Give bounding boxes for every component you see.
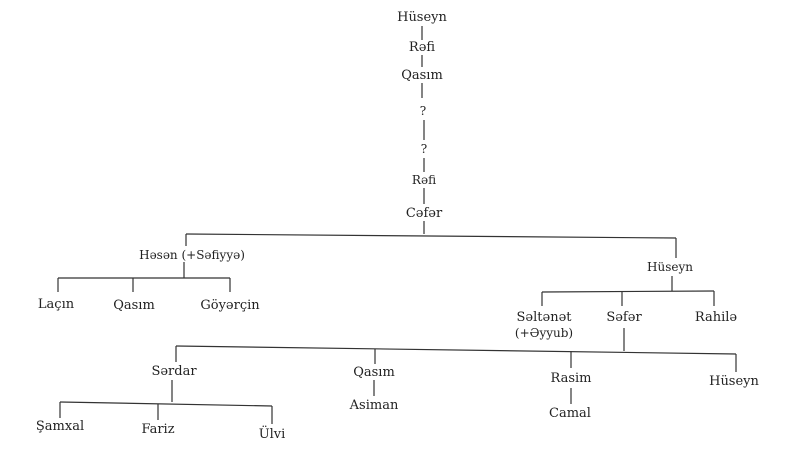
person-camal: Camal xyxy=(549,406,591,421)
person-hesen: Həsən (+Səfiyyə) xyxy=(139,248,245,262)
person-huseyn-3: Hüseyn xyxy=(709,374,759,389)
person-refi: Rəfi xyxy=(408,40,436,55)
person-rahile: Rahilə xyxy=(694,310,738,325)
person-unknown: ? xyxy=(420,142,428,156)
person-refi-2: Rəfi xyxy=(411,173,437,187)
person-asiman: Asiman xyxy=(349,398,399,413)
person-rasim: Rasim xyxy=(550,371,592,386)
person-huseyn-root: Hüseyn xyxy=(397,10,447,25)
connector xyxy=(175,345,737,355)
connector xyxy=(541,290,715,293)
person-qasim-3: Qasım xyxy=(353,365,395,380)
person-unknown: ? xyxy=(419,104,427,118)
person-ulvi: Ülvi xyxy=(258,427,286,442)
connector xyxy=(59,401,273,407)
person-goyercin: Göyərçin xyxy=(200,298,260,313)
person-fariz: Fariz xyxy=(141,422,175,437)
person-samxal: Şamxal xyxy=(35,419,85,434)
person-huseyn-2: Hüseyn xyxy=(647,260,693,274)
person-serdar: Sərdar xyxy=(151,364,197,379)
person-lacin: Laçın xyxy=(37,297,75,312)
person-seltenet: Səltənət xyxy=(516,310,572,325)
person-qasim-2: Qasım xyxy=(113,298,155,313)
connector xyxy=(185,233,677,239)
person-seltenet-spouse: (+Əyyub) xyxy=(514,326,574,340)
person-sefer: Səfər xyxy=(606,310,642,325)
person-qasim: Qasım xyxy=(401,68,443,83)
person-cefer: Cəfər xyxy=(405,206,443,221)
